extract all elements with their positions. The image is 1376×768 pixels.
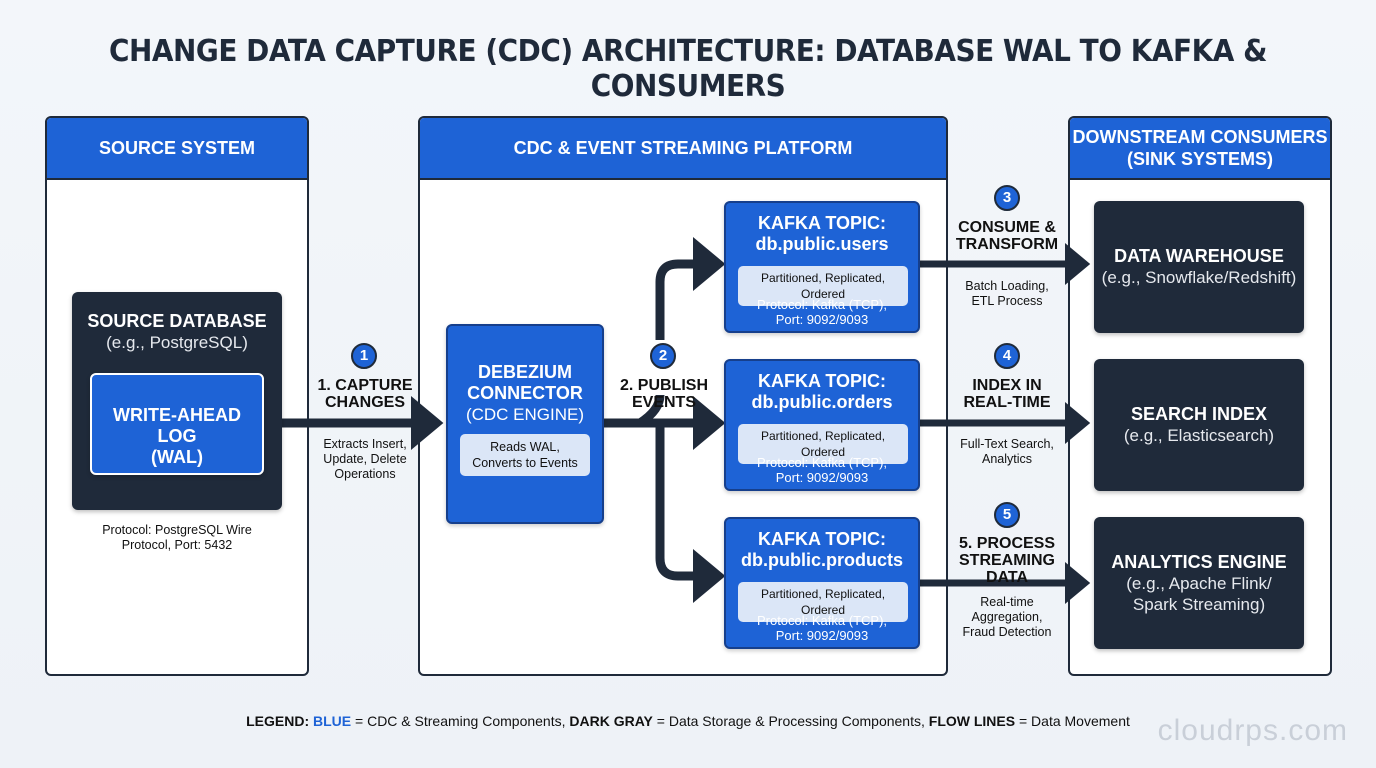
analytics-engine: ANALYTICS ENGINE (e.g., Apache Flink/ Sp… [1094,517,1304,649]
step-3-desc: Batch Loading, ETL Process [942,279,1072,309]
step-4-desc-line2: Analytics [981,452,1033,466]
step-4-line2: REAL-TIME [963,394,1051,411]
step-1-desc: Extracts Insert, Update, Delete Operatio… [305,437,425,482]
legend-flow-desc: = Data Movement [1015,713,1130,729]
topic-products-name: db.public.products [741,550,903,570]
legend: LEGEND: BLUE = CDC & Streaming Component… [0,713,1376,729]
topic-users-label: KAFKA TOPIC: [758,213,886,233]
search-index: SEARCH INDEX (e.g., Elasticsearch) [1094,359,1304,491]
topic-users-protocol-line1: Protocol: Kafka (TCP), [756,297,888,312]
connector-detail-line2: Converts to Events [472,456,578,470]
wal-line2: (WAL) [151,447,203,467]
legend-blue-word: BLUE [313,713,352,729]
legend-gray-word: DARK GRAY [569,713,653,729]
step-5-desc-line3: Fraud Detection [962,625,1052,639]
topic-orders-name: db.public.orders [751,392,893,412]
step-5-desc-line1: Real-time [980,595,1034,609]
topic-users-protocol: Protocol: Kafka (TCP), Port: 9092/9093 [726,297,918,327]
topic-products-protocol-line1: Protocol: Kafka (TCP), [756,613,888,628]
connector-line1: DEBEZIUM [478,362,572,382]
connector-detail: Reads WAL, Converts to Events [460,434,590,476]
step-5-label: 5. PROCESS STREAMING DATA [936,535,1078,586]
step-4-line1: INDEX IN [972,377,1042,394]
watermark: cloudrps.com [1157,714,1348,747]
topic-users-pill: Partitioned, Replicated, Ordered [738,266,908,306]
step-2-line1: 2. PUBLISH [619,377,708,394]
step-3-badge: 3 [994,185,1020,211]
topic-orders-label: KAFKA TOPIC: [758,371,886,391]
source-system-header: SOURCE SYSTEM [47,118,307,180]
search-index-title: SEARCH INDEX [1130,404,1268,424]
step-5-badge: 5 [994,502,1020,528]
step-1-desc-line3: Operations [334,467,396,481]
flow-connector-to-users [655,237,726,340]
topic-orders-pill: Partitioned, Replicated, Ordered [738,424,908,464]
analytics-engine-subtitle-line2: Spark Streaming) [1132,595,1266,614]
source-database-subtitle: (e.g., PostgreSQL) [106,333,248,352]
topic-users-protocol-line2: Port: 9092/9093 [775,312,869,327]
topic-orders-protocol-line2: Port: 9092/9093 [775,470,869,485]
topic-products-protocol: Protocol: Kafka (TCP), Port: 9092/9093 [726,613,918,643]
legend-gray-desc: = Data Storage & Processing Components, [652,713,929,729]
step-3-line2: TRANSFORM [955,236,1059,253]
step-4-desc-line1: Full-Text Search, [960,437,1054,451]
step-1-line2: CHANGES [324,394,405,411]
step-5-line2: STREAMING DATA [959,552,1055,586]
flow-connector-to-products [655,423,726,603]
kafka-topic-orders: KAFKA TOPIC: db.public.orders Partitione… [724,359,920,491]
topic-products-protocol-line2: Port: 9092/9093 [775,628,869,643]
consumers-header-line1: DOWNSTREAM CONSUMERS [1072,127,1328,147]
connector-detail-line1: Reads WAL, [490,440,560,454]
step-2-label: 2. PUBLISH EVENTS [604,377,724,411]
legend-blue-desc: = CDC & Streaming Components, [351,713,570,729]
source-protocol-line2: Protocol, Port: 5432 [121,538,233,552]
step-4-desc: Full-Text Search, Analytics [942,437,1072,467]
search-index-subtitle: (e.g., Elasticsearch) [1123,426,1275,445]
diagram-title: CHANGE DATA CAPTURE (CDC) ARCHITECTURE: … [109,34,1267,104]
topic-products-label: KAFKA TOPIC: [758,529,886,549]
debezium-connector: DEBEZIUM CONNECTOR (CDC ENGINE) Reads WA… [446,324,604,524]
step-3-desc-line1: Batch Loading, [965,279,1049,293]
consumers-header: DOWNSTREAM CONSUMERS (SINK SYSTEMS) [1070,118,1330,180]
legend-flow-word: FLOW LINES [928,713,1016,729]
step-1-line1: 1. CAPTURE [317,377,413,394]
data-warehouse-title: DATA WAREHOUSE [1114,246,1284,266]
kafka-topic-products: KAFKA TOPIC: db.public.products Partitio… [724,517,920,649]
legend-label: LEGEND: [246,713,310,729]
wal-box: WRITE-AHEAD LOG (WAL) [90,373,264,475]
step-5-line1: 5. PROCESS [958,535,1056,552]
wal-line1: WRITE-AHEAD LOG [113,405,241,446]
connector-line3: (CDC ENGINE) [465,405,585,424]
step-1-desc-line1: Extracts Insert, [323,437,407,451]
kafka-topic-users: KAFKA TOPIC: db.public.users Partitioned… [724,201,920,333]
step-3-label: CONSUME & TRANSFORM [942,219,1072,253]
source-protocol: Protocol: PostgreSQL Wire Protocol, Port… [72,523,282,553]
step-1-badge: 1 [351,343,377,369]
source-protocol-line1: Protocol: PostgreSQL Wire [102,523,252,537]
step-3-line1: CONSUME & [958,219,1056,236]
analytics-engine-subtitle-line1: (e.g., Apache Flink/ [1126,574,1272,593]
step-2-badge: 2 [650,343,676,369]
source-database-title: SOURCE DATABASE [87,311,267,331]
step-5-desc: Real-time Aggregation, Fraud Detection [942,595,1072,640]
topic-orders-protocol: Protocol: Kafka (TCP), Port: 9092/9093 [726,455,918,485]
topic-orders-protocol-line1: Protocol: Kafka (TCP), [756,455,888,470]
data-warehouse-subtitle: (e.g., Snowflake/Redshift) [1101,268,1297,287]
step-4-label: INDEX IN REAL-TIME [942,377,1072,411]
analytics-engine-title: ANALYTICS ENGINE [1111,552,1287,572]
step-1-desc-line2: Update, Delete [323,452,407,466]
topic-products-pill: Partitioned, Replicated, Ordered [738,582,908,622]
step-3-desc-line2: ETL Process [971,294,1043,308]
step-1-label: 1. CAPTURE CHANGES [305,377,425,411]
connector-line2: CONNECTOR [467,383,583,403]
platform-header: CDC & EVENT STREAMING PLATFORM [420,118,946,180]
step-4-badge: 4 [994,343,1020,369]
topic-users-name: db.public.users [755,234,889,254]
consumers-header-line2: (SINK SYSTEMS) [1126,149,1273,169]
step-2-line2: EVENTS [631,394,696,411]
step-5-desc-line2: Aggregation, [971,610,1043,624]
data-warehouse: DATA WAREHOUSE (e.g., Snowflake/Redshift… [1094,201,1304,333]
